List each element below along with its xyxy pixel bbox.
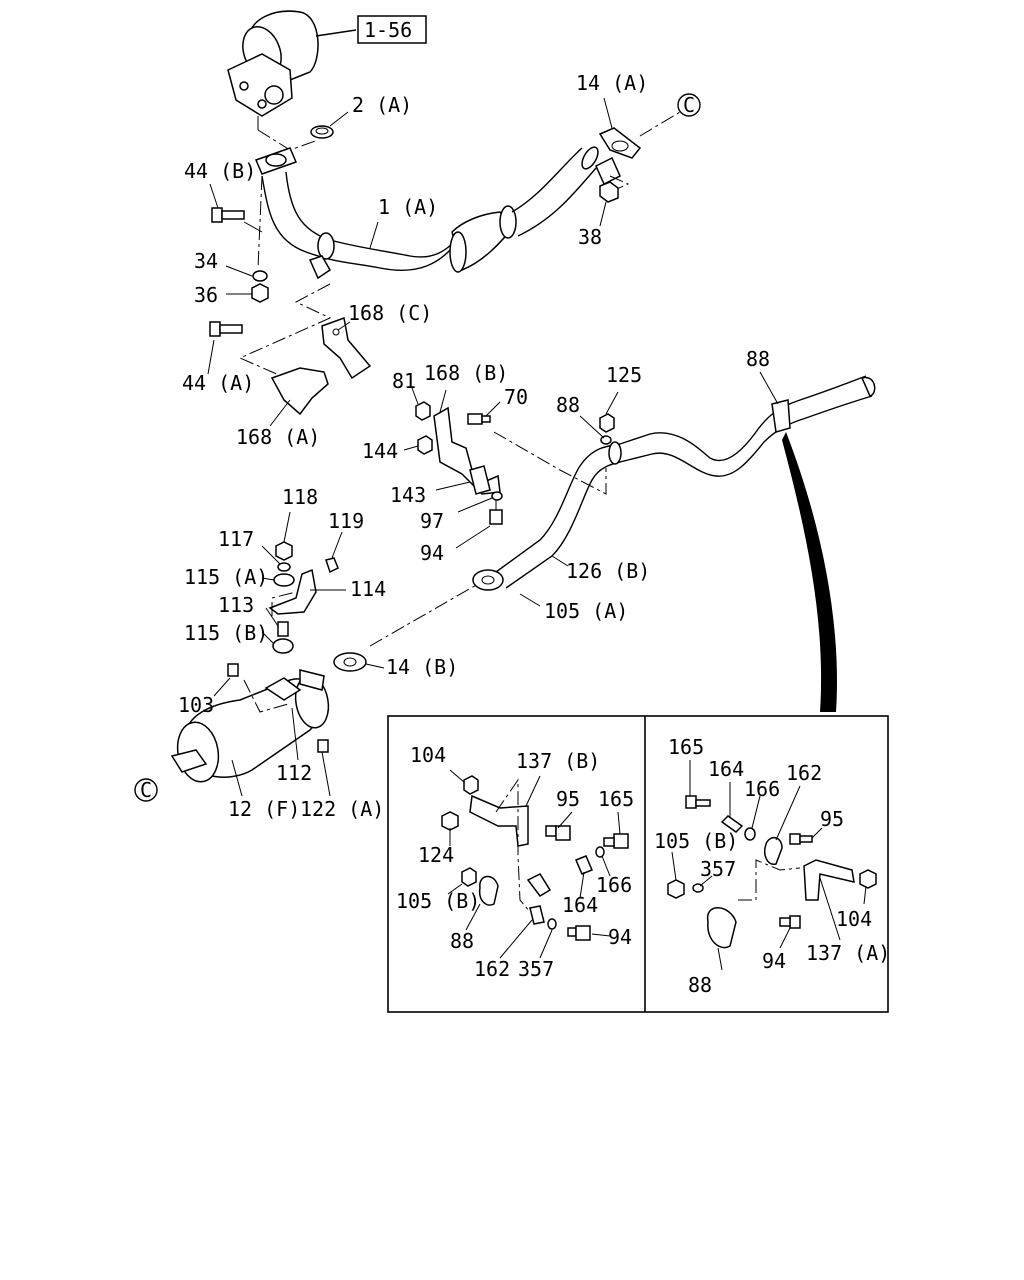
- center-pipe-126b: [472, 375, 876, 591]
- bolt-44a: [209, 321, 243, 337]
- inset-right-label-162: 162: [786, 761, 822, 785]
- label-70: 70: [504, 385, 528, 409]
- label-168a: 168 (A): [236, 425, 320, 449]
- label-117: 117: [218, 527, 254, 551]
- label-88-upper: 88: [746, 347, 770, 371]
- gasket-2a: [310, 125, 334, 139]
- inset-right-label-357: 357: [700, 857, 736, 881]
- label-1a: 1 (A): [378, 195, 438, 219]
- inset-right-label-88: 88: [688, 973, 712, 997]
- label-103: 103: [178, 693, 214, 717]
- label-122a: 122 (A): [300, 797, 384, 821]
- label-44b: 44 (B): [184, 159, 256, 183]
- label-36: 36: [194, 283, 218, 307]
- label-119: 119: [328, 509, 364, 533]
- label-112: 112: [276, 761, 312, 785]
- label-38: 38: [578, 225, 602, 249]
- inset-left-label-105b: 105 (B): [396, 889, 480, 913]
- label-14b: 14 (B): [386, 655, 458, 679]
- leader-lines: [207, 97, 867, 971]
- connector-c-top-label: C: [683, 93, 695, 117]
- inset-left-label-165: 165: [598, 787, 634, 811]
- label-14a: 14 (A): [576, 71, 648, 95]
- inset-left-label-88: 88: [450, 929, 474, 953]
- label-105a: 105 (A): [544, 599, 628, 623]
- label-113: 113: [218, 593, 254, 617]
- label-114: 114: [350, 577, 386, 601]
- label-34: 34: [194, 249, 218, 273]
- label-144: 144: [362, 439, 398, 463]
- inset-left-label-124: 124: [418, 843, 454, 867]
- inset-right-label-104: 104: [836, 907, 872, 931]
- label-44a: 44 (A): [182, 371, 254, 395]
- inset-left-label-94: 94: [608, 925, 632, 949]
- label-81: 81: [392, 369, 416, 393]
- label-125: 125: [606, 363, 642, 387]
- bracket-168b-group: [415, 401, 503, 525]
- inset-right-label-137a: 137 (A): [806, 941, 890, 965]
- label-118: 118: [282, 485, 318, 509]
- label-115b: 115 (B): [184, 621, 268, 645]
- callout-labels: 2 (A) 14 (A) 44 (B) 1 (A) 38 34 36 168 (…: [178, 71, 770, 821]
- inset-right-label-105b: 105 (B): [654, 829, 738, 853]
- inset-frame: [387, 715, 889, 1013]
- inset-left-parts: [441, 775, 629, 941]
- inset-left-label-162: 162: [474, 957, 510, 981]
- label-12f: 12 (F): [228, 797, 300, 821]
- bracket-168c: [321, 316, 372, 380]
- gasket-14b: [333, 652, 367, 672]
- label-88-mid: 88: [556, 393, 580, 417]
- ref-box: 1-56: [315, 15, 427, 44]
- connector-c-top: C: [677, 93, 701, 117]
- nut-36: [251, 283, 269, 303]
- manifold-assembly: [227, 10, 319, 130]
- nut-38: [599, 181, 619, 203]
- label-2a: 2 (A): [352, 93, 412, 117]
- inset-left-label-166: 166: [596, 873, 632, 897]
- label-94: 94: [420, 541, 444, 565]
- label-115a: 115 (A): [184, 565, 268, 589]
- nut-125: [599, 413, 615, 433]
- inset-right-label-166: 166: [744, 777, 780, 801]
- label-97: 97: [420, 509, 444, 533]
- inset-left-label-164: 164: [562, 893, 598, 917]
- inset-right-label-95: 95: [820, 807, 844, 831]
- washer-34: [252, 270, 268, 282]
- label-168c: 168 (C): [348, 301, 432, 325]
- inset-left-label-357: 357: [518, 957, 554, 981]
- mount-assembly: [268, 541, 339, 654]
- label-143: 143: [390, 483, 426, 507]
- connector-c-bottom-label: C: [140, 778, 152, 802]
- label-126b: 126 (B): [566, 559, 650, 583]
- inset-left-label-104: 104: [410, 743, 446, 767]
- bolt-44b: [211, 207, 245, 223]
- inset-right-label-94: 94: [762, 949, 786, 973]
- connector-c-bottom: C: [134, 778, 158, 802]
- inset-right-label-165: 165: [668, 735, 704, 759]
- front-pipe-1a: [254, 127, 642, 280]
- muffler-12f: [170, 652, 367, 783]
- inset-right-labels: 165 164 166 162 95 105 (B) 357 104 94 13…: [654, 735, 890, 997]
- inset-left-label-95: 95: [556, 787, 580, 811]
- callout-wedge: [782, 432, 837, 712]
- inset-right-parts: [667, 795, 877, 949]
- inset-left-label-137b: 137 (B): [516, 749, 600, 773]
- inset-right-label-164: 164: [708, 757, 744, 781]
- inset-left-labels: 104 137 (B) 95 165 124 166 105 (B) 164 8…: [396, 743, 634, 981]
- label-168b: 168 (B): [424, 361, 508, 385]
- bracket-168a: [270, 367, 329, 416]
- ref-box-label: 1-56: [364, 18, 412, 42]
